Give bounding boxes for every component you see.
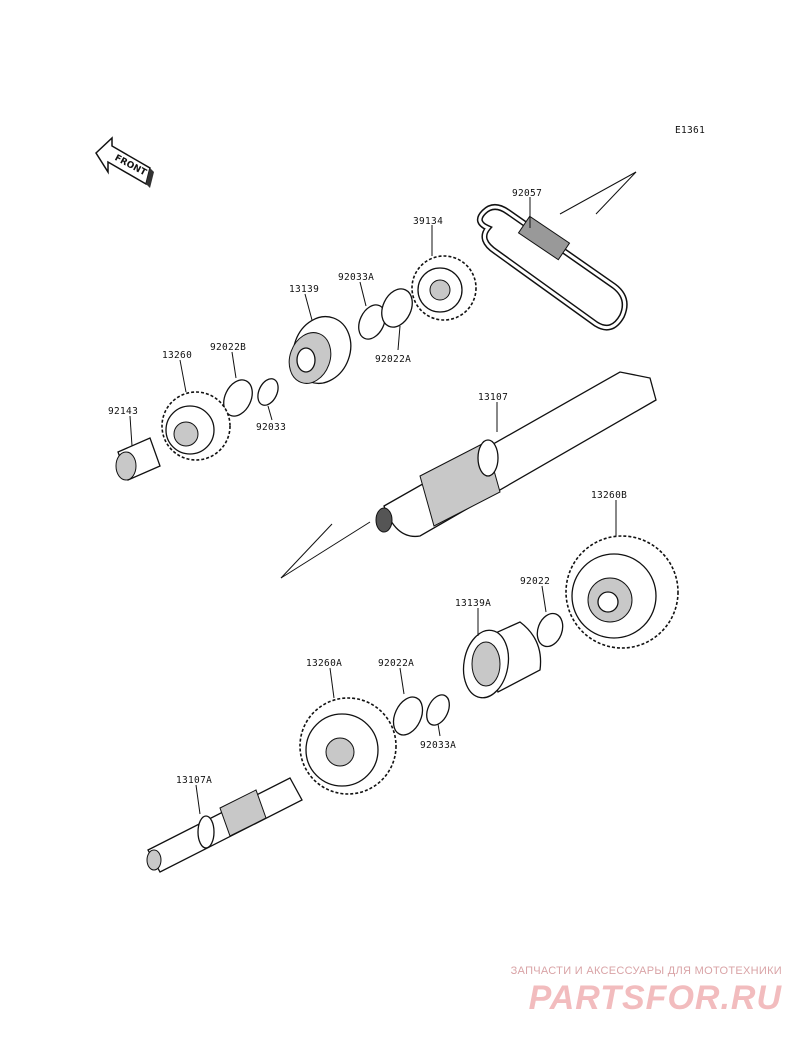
shaft-13107A xyxy=(146,777,303,873)
diagram-code: E1361 xyxy=(675,125,705,136)
hub-13139A xyxy=(462,621,542,699)
washer-92022A xyxy=(381,288,413,328)
label-13260: 13260 xyxy=(162,350,192,361)
washer-92022 xyxy=(536,612,564,648)
front-arrow-icon: FRONT xyxy=(95,136,154,188)
sprocket-39134 xyxy=(411,255,477,321)
label-13107: 13107 xyxy=(478,392,508,403)
label-92022: 92022 xyxy=(520,576,550,587)
gear-13260A xyxy=(299,697,397,795)
label-92033A-lower: 92033A xyxy=(420,740,456,751)
gear-13260 xyxy=(161,391,231,461)
label-92022A-lower: 92022A xyxy=(378,658,414,669)
label-92057: 92057 xyxy=(512,188,542,199)
circlip-92033A-lower xyxy=(426,694,450,726)
shaft-13107 xyxy=(375,371,657,538)
dog-13139 xyxy=(288,315,352,385)
label-92033A: 92033A xyxy=(338,272,374,283)
watermark-logo: PARTSFOR.RU xyxy=(528,979,782,1017)
label-13107A: 13107A xyxy=(176,775,212,786)
label-39134: 39134 xyxy=(413,216,443,227)
label-92022A: 92022A xyxy=(375,354,411,365)
label-92033: 92033 xyxy=(256,422,286,433)
watermark-caption: ЗАПЧАСТИ И АКСЕССУАРЫ ДЛЯ МОТОТЕХНИКИ xyxy=(510,965,782,977)
label-13260B: 13260B xyxy=(591,490,627,501)
watermark: ЗАПЧАСТИ И АКСЕССУАРЫ ДЛЯ МОТОТЕХНИКИ PA… xyxy=(511,965,782,1018)
label-92022B: 92022B xyxy=(210,342,246,353)
label-92143: 92143 xyxy=(108,406,138,417)
gear-13260B xyxy=(565,535,679,649)
label-13260A: 13260A xyxy=(306,658,342,669)
label-13139A: 13139A xyxy=(455,598,491,609)
washer-92022A-lower xyxy=(392,696,424,736)
label-13139: 13139 xyxy=(289,284,319,295)
bushing-92143 xyxy=(115,437,161,481)
circlip-92033A xyxy=(358,304,386,340)
circlip-92033 xyxy=(257,378,279,406)
chain-92057 xyxy=(476,204,628,331)
washer-92022B xyxy=(223,379,253,417)
